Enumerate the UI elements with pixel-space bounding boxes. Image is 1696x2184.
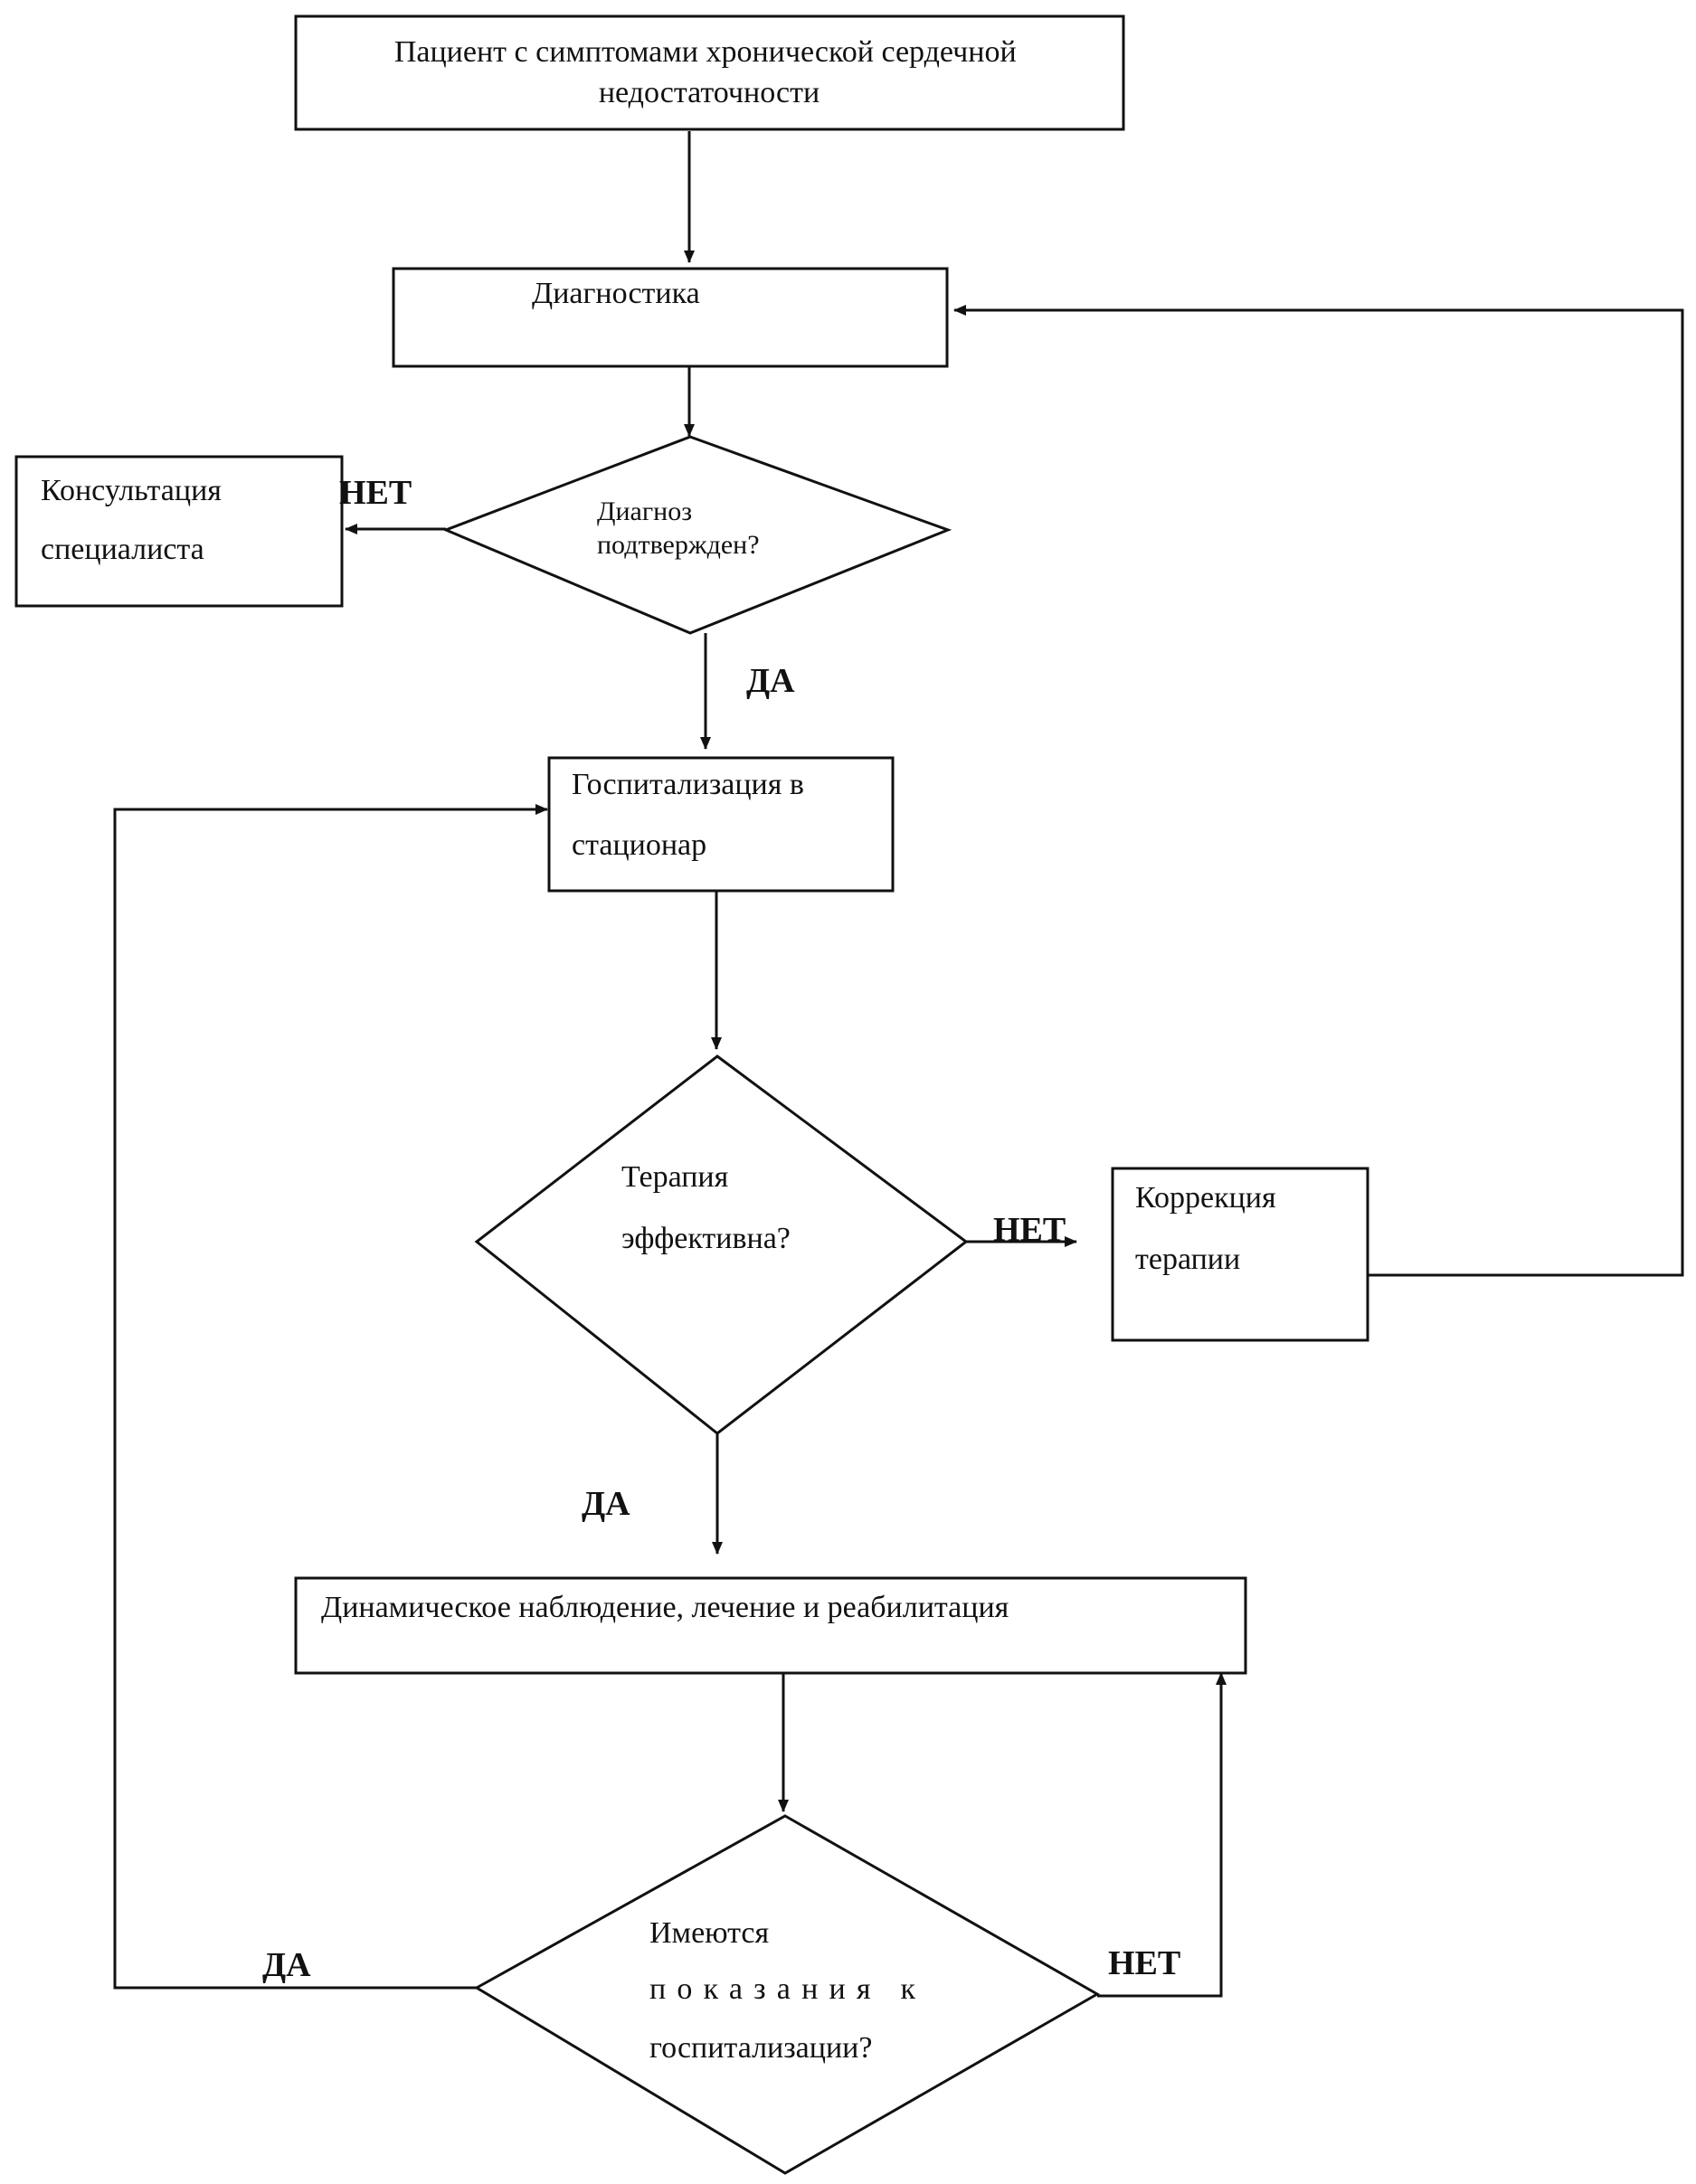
svg-text:Терапия эффективна?: Терапия эффективна? [621,1160,791,1255]
decision-hospitalization-indications-line-3: госпитализации? [649,2031,872,2065]
decision-hospitalization-indications-line-1: Имеются [649,1916,769,1950]
node-therapy-correction: Коррекция терапии [1111,1167,1369,1342]
node-specialist-consultation-line-2: специалиста [41,533,204,566]
decision-hospitalization-indications: Имеются показания к госпитализации? [474,1814,1101,2175]
node-diagnostics-label: Диагностика [532,277,700,310]
node-patient: Пациент с симптомами хронической сердечн… [294,14,1125,131]
label-indications-no: НЕТ [1108,1944,1180,1982]
decision-diagnosis-confirmed-line-2: подтвержден? [597,530,760,560]
decision-diagnosis-confirmed: Диагноз подтвержден? [441,435,952,635]
node-hospitalization: Госпитализация в стационар [547,756,895,893]
node-specialist-consultation: Консультация специалиста [14,455,344,608]
decision-therapy-effective-line-1: Терапия [621,1160,729,1194]
node-dynamic-observation-label: Динамическое наблюдение, лечение и реаби… [321,1591,1009,1624]
svg-text:Госпитализация в стацион: Госпитализация в стационар [572,768,811,862]
svg-text:Консультация специалиста: Консультация специалиста [41,474,229,566]
svg-text:Диагностика: Диагностика [532,277,700,310]
label-diagnosis-yes: ДА [746,662,795,700]
svg-text:Коррекция терапии: Коррекция терапии [1135,1181,1284,1276]
node-diagnostics: Диагностика [392,267,949,368]
svg-text:Динамическое наблюдение, лечен: Динамическое наблюдение, лечение и реаби… [321,1591,1009,1624]
node-therapy-correction-line-1: Коррекция [1135,1181,1276,1215]
edges [113,131,1684,1998]
node-specialist-consultation-line-1: Консультация [41,474,222,507]
node-patient-line-1: Пациент с симптомами хронической сердечн… [394,35,1017,69]
node-hospitalization-line-1: Госпитализация в [572,768,804,801]
svg-text:Диагноз подтвержден?: Диагноз подтвержден? [597,496,760,560]
decision-therapy-effective: Терапия эффективна? [474,1054,969,1435]
decision-diagnosis-confirmed-line-1: Диагноз [597,496,692,526]
edge-indications-yes-to-hospitalization [113,804,548,1990]
node-hospitalization-line-2: стационар [572,828,706,862]
edge-indications-no-to-observation [1097,1672,1227,1998]
decision-therapy-effective-line-2: эффективна? [621,1222,791,1255]
label-therapy-no: НЕТ [993,1211,1066,1249]
node-patient-line-2: недостаточности [599,76,820,109]
edge-labels: НЕТ ДА НЕТ ДА ДА НЕТ [262,474,1180,1984]
node-therapy-correction-line-2: терапии [1135,1243,1240,1276]
edge-correction-to-diagnostics [953,305,1684,1277]
label-indications-yes: ДА [262,1946,311,1984]
label-diagnosis-no: НЕТ [339,474,412,512]
svg-text:Пациент с симптомами хроническ: Пациент с симптомами хронической сердечн… [394,35,1024,109]
node-dynamic-observation: Динамическое наблюдение, лечение и реаби… [294,1576,1247,1675]
label-therapy-yes: ДА [582,1485,630,1523]
